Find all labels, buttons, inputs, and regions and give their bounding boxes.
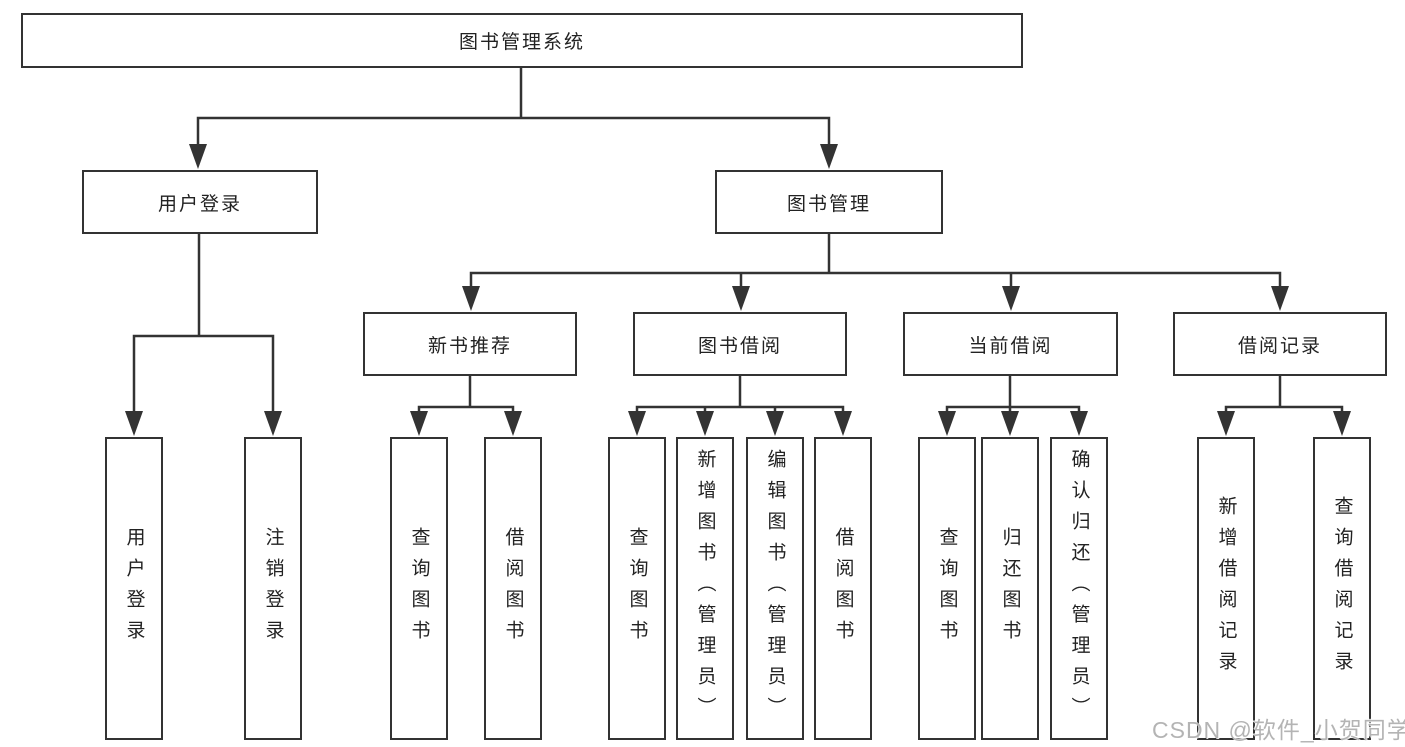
leaf-edit-books-admin: 编辑图书（管理员） [746, 437, 804, 740]
leaf-return-books-label: 归还图书 [999, 526, 1021, 651]
leaf-borrow-books: 借阅图书 [814, 437, 872, 740]
node-borrowing-records: 借阅记录 [1173, 312, 1387, 376]
leaf-confirm-return-admin: 确认归还（管理员） [1050, 437, 1108, 740]
node-current-borrowing: 当前借阅 [903, 312, 1118, 376]
connector-strokes [132, 66, 1344, 415]
leaf-borrow-books-label: 借阅图书 [832, 526, 854, 651]
leaf-borrow-books-recommend-label: 借阅图书 [502, 526, 524, 651]
node-library-management-system: 图书管理系统 [21, 13, 1023, 68]
leaf-query-books-recommend: 查询图书 [390, 437, 448, 740]
leaf-edit-books-admin-label: 编辑图书（管理员） [764, 449, 786, 728]
leaf-query-borrow-record-label: 查询借阅记录 [1331, 495, 1353, 682]
node-new-book-recommendation: 新书推荐 [363, 312, 577, 376]
leaf-borrow-books-recommend: 借阅图书 [484, 437, 542, 740]
leaf-confirm-return-admin-label: 确认归还（管理员） [1068, 449, 1090, 728]
leaf-logout-label: 注销登录 [262, 526, 284, 651]
leaf-user-login-label: 用户登录 [123, 526, 145, 651]
leaf-query-books-borrowing: 查询图书 [608, 437, 666, 740]
leaf-query-books-current: 查询图书 [918, 437, 976, 740]
leaf-add-borrow-record: 新增借阅记录 [1197, 437, 1255, 740]
leaf-add-books-admin: 新增图书（管理员） [676, 437, 734, 740]
arrowheads [125, 144, 1351, 436]
leaf-add-books-admin-label: 新增图书（管理员） [694, 449, 716, 728]
node-book-borrowing: 图书借阅 [633, 312, 847, 376]
leaf-return-books: 归还图书 [981, 437, 1039, 740]
leaf-query-books-recommend-label: 查询图书 [408, 526, 430, 651]
node-book-management-branch: 图书管理 [715, 170, 943, 234]
leaf-logout: 注销登录 [244, 437, 302, 740]
leaf-add-borrow-record-label: 新增借阅记录 [1215, 495, 1237, 682]
leaf-query-borrow-record: 查询借阅记录 [1313, 437, 1371, 740]
csdn-watermark: CSDN @软件_小贺同学 [1152, 717, 1405, 743]
leaf-query-books-current-label: 查询图书 [936, 526, 958, 651]
node-user-login-branch: 用户登录 [82, 170, 318, 234]
leaf-query-books-borrowing-label: 查询图书 [626, 526, 648, 651]
leaf-user-login: 用户登录 [105, 437, 163, 740]
